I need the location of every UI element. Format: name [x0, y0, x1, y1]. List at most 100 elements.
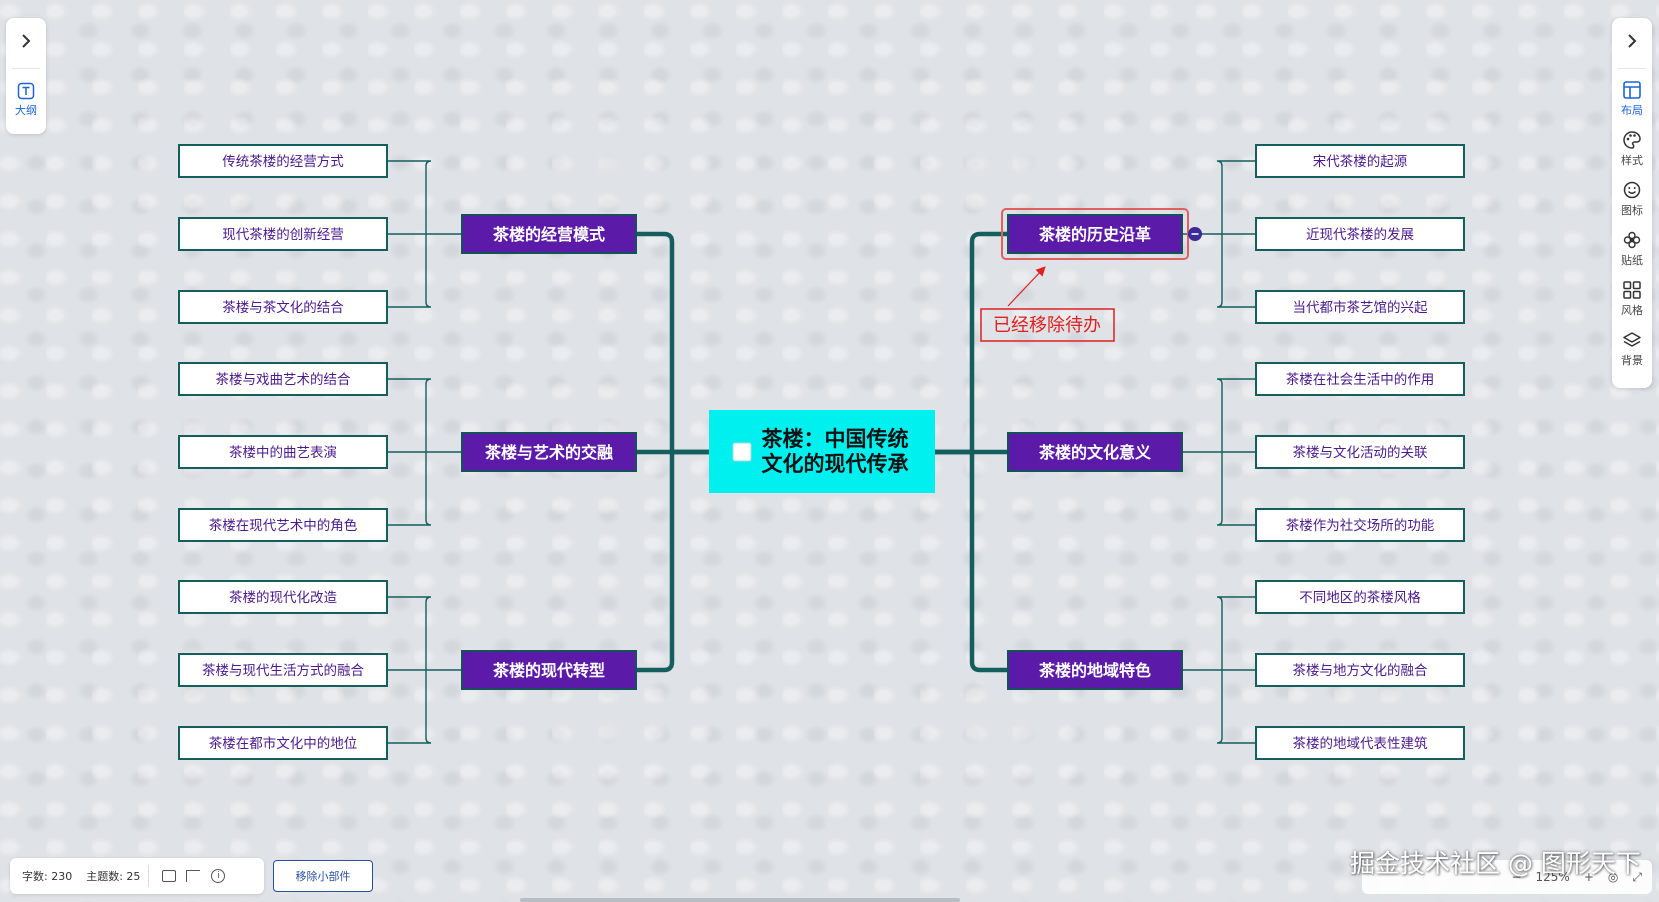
- branch-node[interactable]: [461, 650, 637, 690]
- annotation-box: [980, 308, 1115, 342]
- leaf-node-text: 茶楼与茶文化的结合: [222, 300, 344, 316]
- branch-node-text: 茶楼的文化意义: [1038, 443, 1151, 462]
- outline-button[interactable]: 大纲: [6, 82, 46, 118]
- expand-right-button[interactable]: [1612, 32, 1652, 54]
- smiley-icon: [1623, 181, 1641, 199]
- leaf-node[interactable]: [178, 435, 388, 469]
- branch-node[interactable]: [1007, 214, 1183, 254]
- branch-connector: [935, 449, 1008, 673]
- leaf-node-text: 茶楼中的曲艺表演: [229, 445, 337, 461]
- grid-icon: [1623, 281, 1641, 299]
- branch-node-text: 茶楼的地域特色: [1038, 661, 1151, 680]
- chevron-right-icon: [22, 34, 31, 48]
- leaf-node-text: 近现代茶楼的发展: [1306, 227, 1414, 243]
- tool-theme[interactable]: 风格: [1612, 280, 1652, 318]
- topic-count: 主题数: 25: [86, 870, 141, 883]
- leaf-connector: [387, 378, 432, 526]
- fullscreen-icon[interactable]: ⤢: [1632, 869, 1642, 884]
- leaf-node-text: 现代茶楼的创新经营: [222, 227, 344, 243]
- leaf-node[interactable]: [1255, 290, 1465, 324]
- todo-checkbox[interactable]: [732, 442, 752, 462]
- right-panel: 布局 样式 图标 贴纸 风格: [1612, 18, 1652, 388]
- tool-icon-label: 图标: [1621, 204, 1643, 217]
- layers-icon: [1623, 332, 1641, 347]
- leaf-node[interactable]: [1255, 217, 1465, 251]
- tool-layout-label: 布局: [1621, 104, 1643, 117]
- left-panel: 大纲: [6, 18, 46, 134]
- tool-background-label: 背景: [1621, 354, 1643, 367]
- leaf-node-text: 宋代茶楼的起源: [1313, 154, 1408, 170]
- leaf-node-text: 茶楼在现代艺术中的角色: [209, 517, 358, 534]
- annotation-text: 已经移除待办: [993, 315, 1101, 336]
- flower-icon: [1623, 231, 1641, 249]
- leaf-node[interactable]: [178, 580, 388, 614]
- branch-node-text: 茶楼的经营模式: [492, 225, 605, 244]
- branch-node[interactable]: [461, 214, 637, 254]
- leaf-node-text: 传统茶楼的经营方式: [222, 154, 344, 170]
- leaf-node[interactable]: [1255, 653, 1465, 687]
- palette-icon: [1623, 131, 1641, 149]
- keyboard-icon[interactable]: [162, 870, 177, 882]
- zoom-out-icon[interactable]: −: [1511, 870, 1522, 884]
- branch-node-text: 茶楼与艺术的交融: [484, 443, 613, 462]
- leaf-node-text: 茶楼与现代生活方式的融合: [202, 663, 364, 679]
- leaf-connector: [1216, 160, 1256, 308]
- leaf-node[interactable]: [178, 726, 388, 760]
- branch-node[interactable]: [1007, 650, 1183, 690]
- annotation-arrow: [1007, 266, 1046, 307]
- leaf-node-text: 当代都市茶艺馆的兴起: [1293, 299, 1428, 316]
- zoom-level: 125%: [1535, 870, 1570, 884]
- outline-icon: [17, 82, 35, 100]
- leaf-node[interactable]: [1255, 362, 1465, 396]
- leaf-node-text: 茶楼作为社交场所的功能: [1286, 517, 1435, 534]
- branch-connector: [636, 231, 709, 455]
- locate-icon[interactable]: ◎: [1607, 870, 1619, 884]
- leaf-connector: [1216, 378, 1256, 526]
- branch-node[interactable]: [461, 432, 637, 472]
- leaf-node[interactable]: [178, 508, 388, 542]
- tool-background[interactable]: 背景: [1612, 330, 1652, 368]
- tool-style[interactable]: 样式: [1612, 130, 1652, 168]
- outline-view-icon[interactable]: [186, 870, 201, 882]
- leaf-node[interactable]: [178, 290, 388, 324]
- leaf-connector: [387, 160, 432, 308]
- outline-label: 大纲: [15, 104, 37, 117]
- leaf-node[interactable]: [1255, 435, 1465, 469]
- leaf-connector: [1216, 596, 1256, 744]
- watermark: 掘金技术社区 @ 图形天下: [1350, 849, 1641, 878]
- zoom-in-icon[interactable]: +: [1583, 870, 1594, 884]
- char-count: 字数: 230: [22, 870, 73, 883]
- tool-layout[interactable]: 布局: [1612, 80, 1652, 118]
- expand-left-button[interactable]: [6, 32, 46, 54]
- leaf-node-text: 茶楼在都市文化中的地位: [209, 735, 358, 752]
- zoom-controls: − 125% + ◎ ⤢: [1362, 860, 1652, 894]
- leaf-node[interactable]: [178, 217, 388, 251]
- tool-sticker[interactable]: 贴纸: [1612, 230, 1652, 268]
- root-node-text: 茶楼：中国传统: [762, 427, 909, 451]
- branch-node[interactable]: [1007, 432, 1183, 472]
- root-node-text: 文化的现代传承: [762, 452, 909, 476]
- branch-connector: [935, 231, 1008, 455]
- layout-icon: [1623, 81, 1641, 99]
- leaf-node-text: 茶楼与文化活动的关联: [1293, 445, 1428, 461]
- tool-theme-label: 风格: [1621, 304, 1643, 317]
- tool-style-label: 样式: [1621, 154, 1643, 167]
- leaf-node-text: 不同地区的茶楼风格: [1299, 590, 1421, 606]
- leaf-node-text: 茶楼与地方文化的融合: [1293, 663, 1428, 679]
- leaf-node[interactable]: [1255, 580, 1465, 614]
- horizontal-scrollbar[interactable]: [520, 898, 960, 902]
- remove-widget-button[interactable]: 移除小部件: [273, 860, 373, 892]
- leaf-node[interactable]: [178, 653, 388, 687]
- leaf-node-text: 茶楼的地域代表性建筑: [1293, 736, 1428, 752]
- info-icon[interactable]: i: [211, 869, 226, 883]
- leaf-node[interactable]: [1255, 508, 1465, 542]
- status-bar: 字数: 230 主题数: 25 i: [10, 858, 264, 894]
- leaf-node[interactable]: [1255, 144, 1465, 178]
- leaf-node[interactable]: [1255, 726, 1465, 760]
- leaf-node[interactable]: [178, 362, 388, 396]
- tool-icon[interactable]: 图标: [1612, 180, 1652, 218]
- leaf-node[interactable]: [178, 144, 388, 178]
- leaf-node-text: 茶楼的现代化改造: [229, 590, 337, 606]
- branch-node-text: 茶楼的历史沿革: [1038, 225, 1151, 244]
